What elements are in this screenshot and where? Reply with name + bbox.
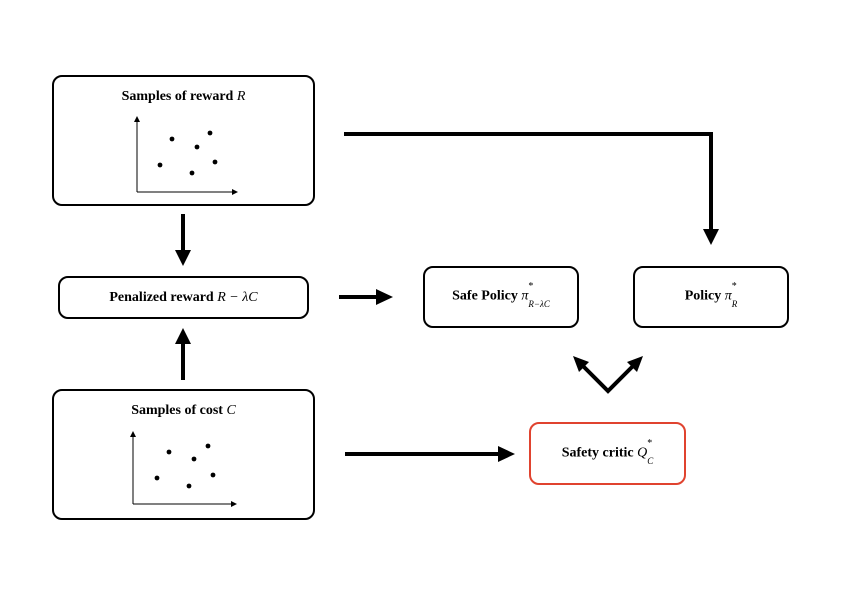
cost-symbol: C bbox=[226, 403, 236, 418]
penalized-reward-label: Penalized reward R − λC bbox=[60, 290, 307, 306]
sample-point bbox=[194, 144, 200, 150]
safe-policy-node: Safe Policy π* R−λC bbox=[423, 266, 579, 328]
q-symbol: Q bbox=[637, 445, 648, 461]
sample-point bbox=[205, 443, 211, 449]
x-axis-arrow-icon bbox=[232, 189, 238, 195]
y-axis-arrow-icon bbox=[130, 431, 136, 437]
arrow-head-icon bbox=[573, 356, 589, 372]
cost-samples-node: Samples of cost C bbox=[52, 389, 315, 520]
cost-scatter-plot bbox=[130, 431, 237, 507]
arrow-reward-to-penalized bbox=[175, 214, 191, 266]
cost-samples-title: Samples of cost bbox=[131, 403, 227, 418]
sample-point bbox=[191, 456, 197, 462]
reward-symbol: R bbox=[236, 89, 246, 104]
safety-critic-subscript: C bbox=[647, 456, 654, 466]
sample-point bbox=[154, 475, 160, 481]
x-axis-arrow-icon bbox=[231, 501, 237, 507]
cost-samples-label: Samples of cost C bbox=[54, 403, 313, 419]
arrow-head-icon bbox=[175, 250, 191, 266]
sample-point bbox=[157, 162, 163, 168]
safe-policy-label: Safe Policy π* R−λC bbox=[425, 282, 577, 309]
penalized-reward-node: Penalized reward R − λC bbox=[58, 276, 309, 319]
optimal-superscript: * bbox=[731, 281, 737, 292]
sample-point bbox=[169, 136, 175, 142]
y-axis-arrow-icon bbox=[134, 116, 140, 122]
arrow-cost-to-penalized bbox=[175, 328, 191, 380]
penalized-reward-formula: R − λC bbox=[217, 290, 258, 305]
optimal-superscript: * bbox=[647, 438, 653, 449]
safety-critic-label: Safety critic Q* C bbox=[531, 439, 684, 466]
sample-point bbox=[210, 472, 216, 478]
sample-point bbox=[166, 449, 172, 455]
policy-label: Policy π* R bbox=[635, 282, 787, 309]
sample-point bbox=[186, 483, 192, 489]
safe-policy-title: Safe Policy bbox=[452, 288, 522, 304]
reward-scatter-plot bbox=[134, 116, 238, 195]
arrow-head-icon bbox=[376, 289, 393, 305]
reward-samples-title: Samples of reward bbox=[121, 89, 237, 104]
arrow-safety-critic-to-policies bbox=[573, 356, 643, 394]
arrow-cost-to-safety-critic bbox=[345, 446, 515, 462]
sample-point bbox=[212, 159, 218, 165]
arrow-head-icon bbox=[175, 328, 191, 344]
arrow-head-icon bbox=[703, 229, 719, 245]
policy-node: Policy π* R bbox=[633, 266, 789, 328]
pi-symbol: π bbox=[724, 288, 732, 304]
sample-point bbox=[189, 170, 195, 176]
safety-critic-node: Safety critic Q* C bbox=[529, 422, 686, 485]
penalized-reward-title: Penalized reward bbox=[109, 290, 218, 305]
safety-critic-title: Safety critic bbox=[561, 445, 638, 461]
arrow-penalized-to-safe-policy bbox=[339, 289, 393, 305]
policy-subscript: R bbox=[731, 299, 738, 309]
arrow-head-icon bbox=[498, 446, 515, 462]
pi-symbol: π bbox=[521, 288, 529, 304]
reward-samples-node: Samples of reward R bbox=[52, 75, 315, 206]
reward-samples-label: Samples of reward R bbox=[54, 89, 313, 105]
sample-point bbox=[207, 130, 213, 136]
safe-policy-subscript: R−λC bbox=[528, 299, 550, 309]
optimal-superscript: * bbox=[528, 281, 534, 292]
arrow-head-icon bbox=[627, 356, 643, 372]
arrow-reward-to-policy bbox=[344, 132, 719, 245]
policy-title: Policy bbox=[684, 288, 725, 304]
